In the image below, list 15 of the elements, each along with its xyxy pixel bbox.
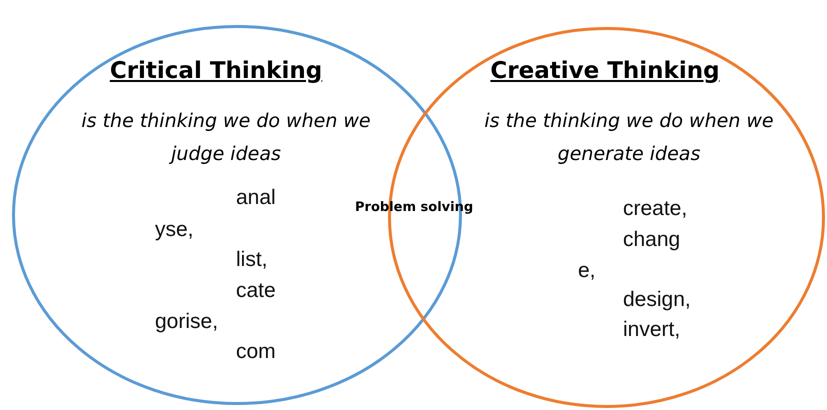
word-fragment: list,: [236, 248, 268, 272]
word-fragment: com: [236, 340, 276, 364]
word-fragment: anal: [236, 186, 276, 210]
definition-text: is the thinking we do when we generate ideas: [483, 109, 775, 167]
word-fragment: invert,: [623, 318, 680, 342]
word-fragment: design,: [623, 288, 691, 312]
definition-text: is the thinking we do when we judge ideas: [80, 109, 372, 167]
word-fragment: yse,: [155, 218, 194, 242]
word-fragment: chang: [623, 228, 680, 252]
circle-heading: Critical Thinking: [110, 58, 322, 84]
word-fragment: gorise,: [155, 310, 218, 334]
word-fragment: cate: [236, 279, 276, 303]
word-fragment: create,: [623, 197, 688, 221]
word-fragment: e,: [578, 259, 596, 283]
circle-heading: Creative Thinking: [490, 58, 720, 84]
